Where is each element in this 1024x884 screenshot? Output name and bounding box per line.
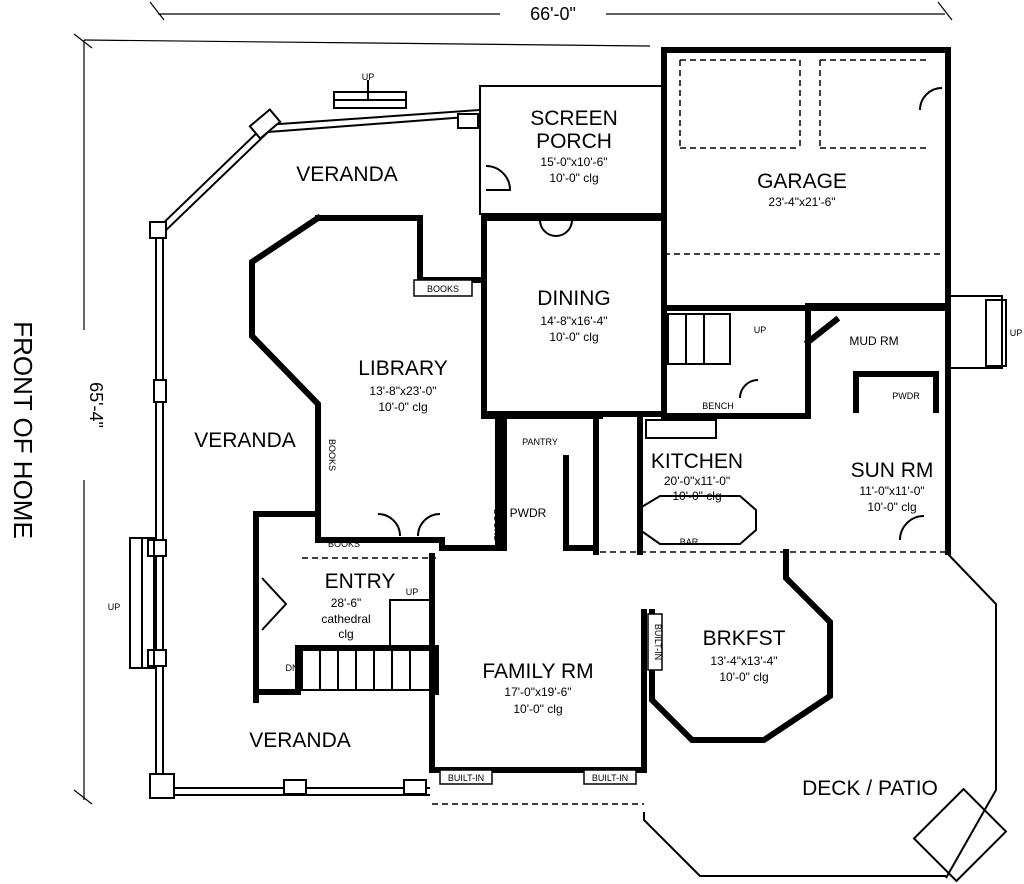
veranda-rail (129, 80, 481, 799)
doors (261, 87, 943, 631)
brkfst-ceiling: 10'-0" clg (719, 670, 768, 684)
room-garage: GARAGE 23'-4"x21'-6" (757, 170, 847, 209)
family-rm-size: 17'-0"x19'-6" (504, 685, 571, 699)
front-of-home-label: FRONT OF HOME (8, 321, 38, 539)
sun-rm-ceiling: 10'-0" clg (867, 500, 916, 514)
pwdr-kitchen-label: PWDR (510, 506, 547, 520)
veranda-bottom-name: VERANDA (249, 729, 351, 752)
depth-label: 65'-4" (86, 382, 106, 428)
screen-porch-name-1: SCREEN (530, 107, 618, 130)
dashed-lines (302, 59, 948, 805)
books-top-label: BOOKS (427, 284, 459, 294)
dining-name: DINING (537, 287, 611, 310)
dn-label: DN (286, 663, 299, 673)
garage-size: 23'-4"x21'-6" (768, 195, 835, 209)
room-dining: DINING 14'-8"x16'-4" 10'-0" clg (537, 287, 611, 344)
veranda-left-name: VERANDA (194, 429, 296, 452)
dining-size: 14'-8"x16'-4" (540, 314, 607, 328)
pantry-label: PANTRY (522, 437, 558, 447)
kitchen-size: 20'-0"x11'-0" (664, 474, 730, 488)
kitchen-name: KITCHEN (651, 450, 743, 473)
kitchen-ceiling: 10'-0" clg (672, 489, 721, 503)
books-bottom-label: BOOKS (328, 539, 360, 549)
annotations: BOOKS BOOKS BOOKS BOOKS BUILT-IN BUILT-I… (108, 72, 1023, 785)
kitchen-island (639, 419, 757, 545)
entry-ceiling-2: clg (338, 627, 353, 641)
built-in-right-label: BUILT-IN (592, 773, 628, 783)
library-name: LIBRARY (358, 357, 448, 380)
sun-rm-name: SUN RM (851, 459, 934, 482)
room-brkfst: BRKFST 13'-4"x13'-4" 10'-0" clg (703, 627, 786, 684)
room-screen-porch: SCREEN PORCH 15'-0"x10'-6" 10'-0" clg (530, 107, 618, 185)
room-entry: ENTRY 28'-6" cathedral clg (321, 570, 395, 641)
built-in-left-label: BUILT-IN (448, 773, 484, 783)
room-mud-rm: MUD RM (849, 334, 898, 348)
pwdr-mud-label: PWDR (892, 391, 920, 401)
family-rm-name: FAMILY RM (482, 660, 593, 683)
garage-name: GARAGE (757, 170, 847, 193)
mud-rm-name: MUD RM (849, 334, 898, 348)
screen-porch-ceiling: 10'-0" clg (549, 171, 598, 185)
deck-patio-name: DECK / PATIO (802, 777, 938, 800)
up-top-label: UP (362, 72, 375, 82)
family-rm-ceiling: 10'-0" clg (513, 702, 562, 716)
library-size: 13'-8"x23'-0" (369, 384, 436, 398)
up-right-label: UP (1010, 328, 1023, 338)
width-label: 66'-0" (530, 4, 576, 24)
up-stair-kitchen-label: UP (754, 325, 767, 335)
up-left-label: UP (108, 602, 121, 612)
brkfst-name: BRKFST (703, 627, 786, 650)
veranda-top-name: VERANDA (296, 163, 398, 186)
entry-size: 28'-6" (331, 596, 362, 610)
entry-ceiling-1: cathedral (321, 612, 370, 626)
room-veranda-top: VERANDA (296, 163, 398, 186)
brkfst-size: 13'-4"x13'-4" (710, 654, 777, 668)
dining-ceiling: 10'-0" clg (549, 330, 598, 344)
up-entry-label: UP (406, 587, 419, 597)
screen-porch-size: 15'-0"x10'-6" (540, 155, 607, 169)
deck-outline (643, 551, 1008, 883)
room-veranda-left: VERANDA (194, 429, 296, 452)
room-library: LIBRARY 13'-8"x23'-0" 10'-0" clg (358, 357, 448, 414)
room-family-rm: FAMILY RM 17'-0"x19'-6" 10'-0" clg (482, 660, 593, 716)
room-kitchen: KITCHEN 20'-0"x11'-0" 10'-0" clg (651, 450, 743, 503)
room-deck-patio: DECK / PATIO (802, 777, 938, 800)
room-sun-rm: SUN RM 11'-0"x11'-0" 10'-0" clg (851, 459, 934, 514)
room-veranda-bottom: VERANDA (249, 729, 351, 752)
books-left-label: BOOKS (327, 439, 337, 471)
width-dimension: 66'-0" (149, 1, 953, 24)
entry-name: ENTRY (325, 570, 396, 593)
bench-label: BENCH (702, 401, 734, 411)
depth-dimension: 65'-4" (73, 33, 651, 805)
library-ceiling: 10'-0" clg (378, 400, 427, 414)
books-right-label: BOOKS (492, 509, 502, 541)
bar-label: BAR (680, 537, 699, 547)
stairs (301, 295, 1007, 691)
built-in-vertical-label: BUILT-IN (653, 624, 663, 660)
screen-porch-name-2: PORCH (536, 130, 612, 153)
sun-rm-size: 11'-0"x11'-0" (859, 484, 924, 498)
